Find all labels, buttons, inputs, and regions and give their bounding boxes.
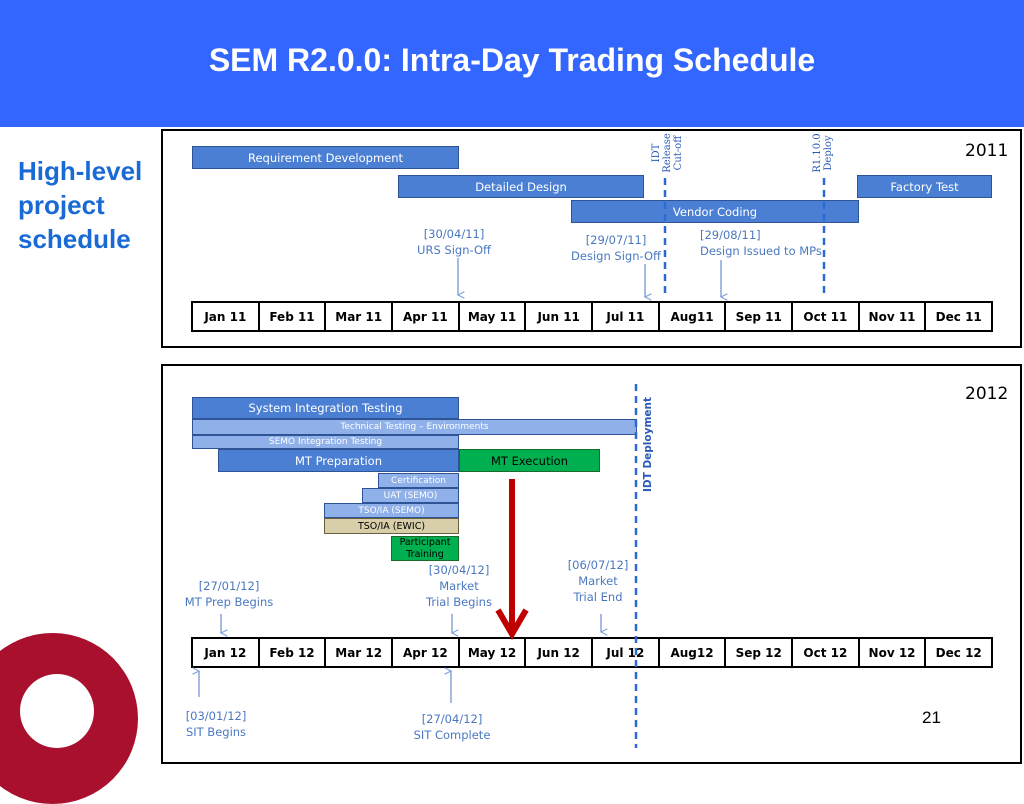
milestone-mte-line1: Market: [578, 574, 618, 588]
milestone-mt-prep-label: MT Prep Begins: [184, 595, 274, 609]
slide-header: [0, 0, 1024, 127]
milestone-mt-prep-date: [27/01/12]: [198, 579, 260, 593]
month-cell: Dec 11: [924, 303, 991, 330]
page-number: 21: [922, 708, 941, 727]
milestone-market-trial-begins: [30/04/12] Market Trial Begins: [419, 562, 499, 610]
milestone-sitc-date: [27/04/12]: [421, 712, 483, 726]
month-cell: Dec 12: [924, 639, 991, 666]
bar-system-integration-testing: System Integration Testing: [192, 397, 459, 419]
milestone-mte-date: [06/07/12]: [567, 558, 629, 572]
bar-factory-test: Factory Test: [857, 175, 992, 198]
milestone-mte-line2: Trial End: [573, 590, 623, 604]
bar-vendor-coding: Vendor Coding: [571, 200, 859, 223]
side-label: High-level project schedule: [18, 154, 142, 256]
milestone-mt-prep-begins: [27/01/12] MT Prep Begins: [179, 578, 279, 610]
milestone-urs-date: [30/04/11]: [423, 227, 485, 241]
bar-requirement-development: Requirement Development: [192, 146, 459, 169]
connector-overlay: [0, 178, 826, 748]
month-cell: Mar 12: [324, 639, 391, 666]
logo-hole: [20, 674, 94, 748]
bar-participant-training: Participant Training: [391, 536, 459, 561]
side-label-line-1: High-level: [18, 156, 143, 186]
bar-tso-ia-semo: TSO/IA (SEMO): [324, 503, 459, 518]
month-cell: Mar 11: [324, 303, 391, 330]
milestone-urs-signoff: [30/04/11] URS Sign-Off: [404, 226, 504, 258]
milestone-sit-begins: [03/01/12] SIT Begins: [176, 708, 256, 740]
month-cell: Jan 12: [204, 645, 247, 660]
month-cell: May 12: [457, 639, 525, 666]
milestone-design-signoff: [29/07/11] Design Sign-Off: [556, 232, 676, 264]
milestone-design-label: Design Sign-Off: [571, 249, 661, 263]
month-cell: Oct 12: [791, 639, 858, 666]
month-cell: Aug12: [657, 639, 725, 666]
month-cell: Jan 11: [204, 309, 247, 324]
bar-mt-preparation: MT Preparation: [218, 449, 459, 472]
milestone-sit-complete: [27/04/12] SIT Complete: [407, 711, 497, 743]
red-arrow-head: [495, 608, 529, 640]
milestone-sitb-label: SIT Begins: [185, 725, 247, 739]
side-label-line-3: schedule: [18, 224, 131, 254]
bar-uat-semo: UAT (SEMO): [362, 488, 459, 503]
month-cell: Nov 12: [857, 639, 925, 666]
bar-semo-integration-testing: SEMO Integration Testing: [192, 435, 459, 449]
month-cell: Feb 11: [257, 303, 325, 330]
bar-detailed-design: Detailed Design: [398, 175, 644, 198]
milestone-market-trial-end: [06/07/12] Market Trial End: [558, 557, 638, 605]
month-cell: May 11: [457, 303, 525, 330]
month-cell: Sep 11: [724, 303, 791, 330]
bar-tso-ia-ewic: TSO/IA (EWIC): [324, 518, 459, 534]
month-cell: Nov 11: [857, 303, 925, 330]
milestone-mps-date: [29/08/11]: [700, 228, 761, 242]
milestone-mps-label: Design Issued to MPs: [700, 244, 822, 258]
milestone-design-issued: [29/08/11] Design Issued to MPs: [700, 227, 822, 259]
month-cell: Oct 11: [791, 303, 858, 330]
timeline-2011: Jan 11 Feb 11 Mar 11 Apr 11 May 11 Jun 1…: [191, 301, 993, 332]
month-cell: Jun 11: [524, 303, 591, 330]
month-cell: Feb 12: [257, 639, 325, 666]
month-cell: Apr 12: [391, 639, 458, 666]
month-cell: Apr 11: [391, 303, 458, 330]
month-cell: Jun 12: [524, 639, 591, 666]
month-cell: Sep 12: [724, 639, 791, 666]
milestone-mtb-line2: Trial Begins: [426, 595, 492, 609]
milestone-mtb-line1: Market: [439, 579, 479, 593]
milestone-urs-label: URS Sign-Off: [417, 243, 491, 257]
milestone-design-date: [29/07/11]: [585, 233, 647, 247]
panel-2012-year: 2012: [965, 384, 1009, 404]
side-label-line-2: project: [18, 190, 105, 220]
bar-certification: Certification: [378, 473, 459, 488]
milestone-mtb-date: [30/04/12]: [428, 563, 490, 577]
panel-2011-year: 2011: [965, 141, 1009, 161]
month-cell: Jul 11: [591, 303, 658, 330]
bar-mt-execution: MT Execution: [459, 449, 600, 472]
month-cell: Aug11: [657, 303, 725, 330]
timeline-2012: Jan 12 Feb 12 Mar 12 Apr 12 May 12 Jun 1…: [191, 637, 993, 668]
slide-title: SEM R2.0.0: Intra-Day Trading Schedule: [208, 42, 816, 78]
milestone-sitc-label: SIT Complete: [413, 728, 491, 742]
milestone-sitb-date: [03/01/12]: [185, 709, 247, 723]
